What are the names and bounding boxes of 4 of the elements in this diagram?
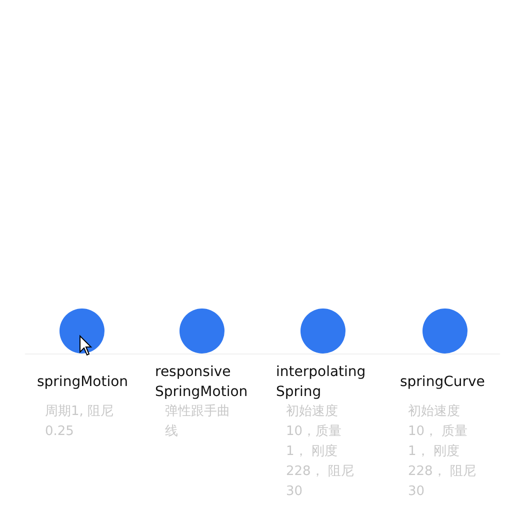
curve-name: springCurve <box>400 373 486 392</box>
curve-name: responsive SpringMotion <box>155 363 249 402</box>
curve-name: springMotion <box>37 373 130 392</box>
curve-name: interpolating Spring <box>276 363 367 402</box>
